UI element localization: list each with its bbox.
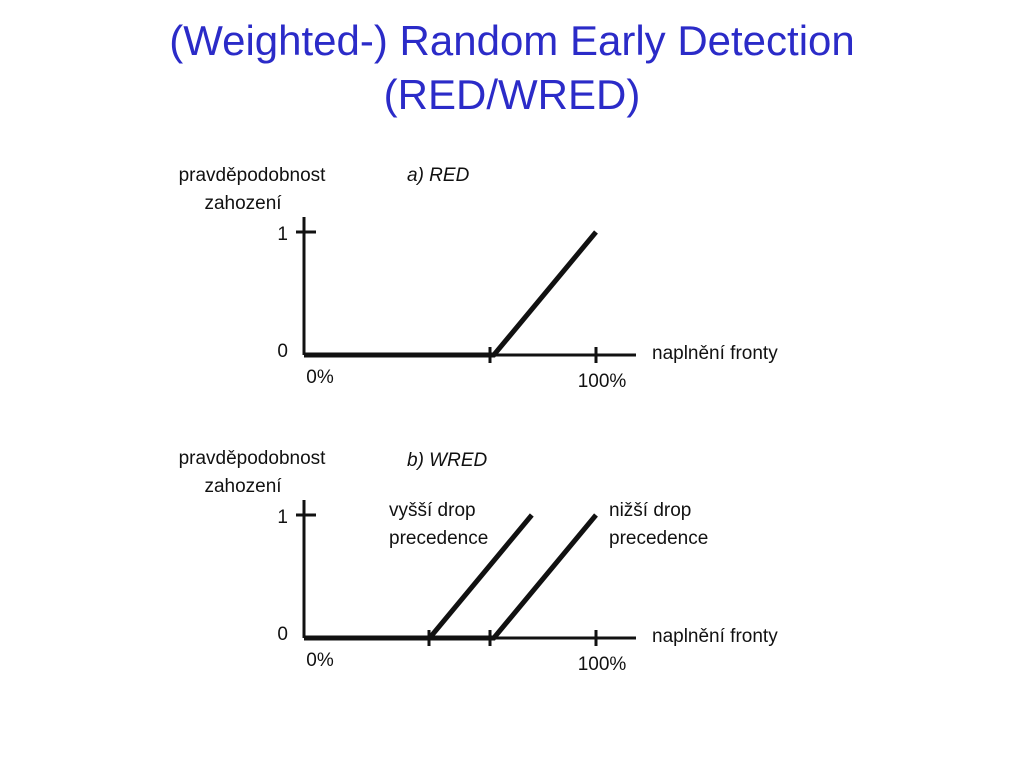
- chart-wred-ylabel-line-1: pravděpodobnost: [179, 448, 327, 469]
- chart-wred-title: b) WRED: [407, 450, 488, 471]
- chart-wred-xlabel: naplnění fronty: [652, 626, 778, 647]
- slide-title-line-1: (Weighted-) Random Early Detection: [169, 17, 855, 64]
- chart-red-series-line: [304, 230, 598, 358]
- chart-red-ylabel-line-2: zahození: [204, 193, 282, 214]
- chart-wred-y-tick-label-1: 1: [277, 507, 288, 528]
- chart-wred-y-tick-label-0: 0: [277, 624, 288, 645]
- chart-red-x-tick-label-100: 100%: [578, 371, 627, 392]
- chart-wred: pravděpodobnost zahození b) WRED 1 0 0% …: [179, 448, 779, 675]
- chart-red: pravděpodobnost zahození a) RED 1 0 0% 1…: [179, 165, 779, 392]
- chart-wred-x-tick-label-0: 0%: [306, 650, 334, 671]
- slide-title-line-2: (RED/WRED): [383, 71, 641, 118]
- slide-title: (Weighted-) Random Early Detection (RED/…: [0, 14, 1024, 122]
- chart-red-y-tick-label-1: 1: [277, 224, 288, 245]
- series-label-high-line-1: vyšší drop: [389, 500, 476, 521]
- chart-red-xlabel: naplnění fronty: [652, 343, 778, 364]
- chart-wred-ylabel-line-2: zahození: [204, 476, 282, 497]
- chart-red-ylabel-line-1: pravděpodobnost: [179, 165, 327, 186]
- series-label-low-line-2: precedence: [609, 528, 708, 549]
- chart-red-title: a) RED: [407, 165, 470, 186]
- chart-wred-x-tick-label-100: 100%: [578, 654, 627, 675]
- series-label-low-line-1: nižší drop: [609, 500, 691, 521]
- chart-wred-series-low-line: [304, 513, 598, 641]
- series-label-high-line-2: precedence: [389, 528, 488, 549]
- chart-red-y-tick-label-0: 0: [277, 341, 288, 362]
- chart-red-x-tick-label-0: 0%: [306, 367, 334, 388]
